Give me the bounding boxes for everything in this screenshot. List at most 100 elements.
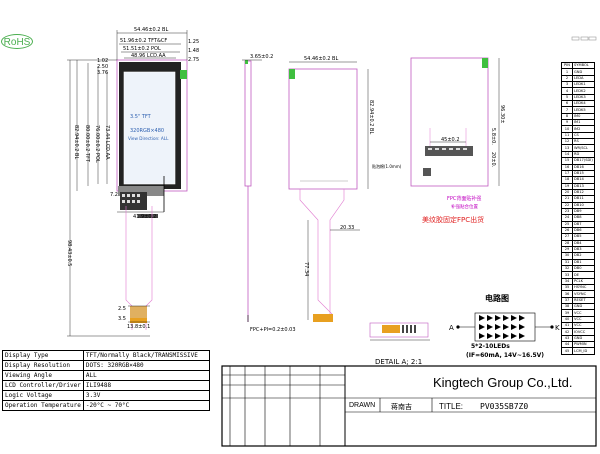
dim-pol-height: 76.00±0.2 POL: [94, 125, 100, 163]
pin-table-header: PIN SYMBOL: [561, 61, 595, 70]
circuit-spec-1: 5*2-10LEDs: [471, 343, 510, 350]
title-label: TITLE:: [439, 402, 464, 411]
pin-symbol: DE: [572, 271, 595, 279]
spec-value: DOTS: 320RGB×480: [82, 360, 211, 371]
right-height: 96.30±: [499, 105, 505, 124]
pin-symbol: LEDK3: [572, 93, 595, 102]
pin-number: 45: [561, 347, 573, 355]
spec-value: ALL: [82, 370, 211, 381]
pin-symbol: PWMIN: [572, 341, 595, 349]
back-width: 54.46±0.2 BL: [304, 56, 338, 62]
dim-pol-width: 51.51±0.2 POL: [123, 46, 161, 52]
right-dim-2: 20±0.: [490, 152, 496, 168]
pin-header-symbol: SYMBOL: [572, 61, 595, 70]
right-note-cn2: 补强贴合位置: [451, 203, 478, 210]
right-note-cn: FPC背面贴补强: [447, 195, 481, 202]
detail-a: DETAIL A; 2:1: [369, 322, 430, 366]
pin-symbol: VSYNC: [572, 290, 595, 298]
back-view: 54.46±0.2 BL 82.94±0.2 BL 20.33 77.34: [288, 56, 374, 322]
front-dims: 54.46±0.2 BL 51.96±0.2 TFT&CF 51.51±0.2 …: [66, 27, 199, 330]
title-block-frame: [221, 365, 597, 447]
spec-label: Operation Temperature: [2, 400, 84, 411]
corner-marks: [571, 36, 597, 41]
side-view: 3.65±0.2 FPC+PI=0.2±0.03: [242, 54, 296, 333]
dim-left-bottom: 7.2: [110, 192, 118, 198]
dim-right-3: 2.75: [188, 57, 199, 63]
spec-row: Operation Temperature-20°C ~ 70°C: [2, 400, 211, 411]
pin-symbol: LEDK1: [572, 81, 595, 89]
pin-symbol: GND: [572, 334, 595, 343]
pin-symbol: VCC: [572, 315, 595, 324]
back-fpc-len: 20.33: [340, 225, 354, 231]
spec-label: Viewing Angle: [2, 370, 84, 381]
lcd-text-resolution: 320RGB×480: [130, 128, 164, 134]
dim-va-width: 48.96 LCD.AA: [131, 53, 166, 59]
pin-symbol: LEDA: [572, 74, 595, 83]
pin-symbol: RESET: [572, 296, 595, 305]
dim-fpc-pitch: 41.9±0.2: [133, 214, 156, 220]
dim-left-top-2: 2.50: [97, 64, 108, 70]
dim-left-top-3: 3.76: [97, 70, 108, 76]
right-view: 45±0.2 96.30± 5.8±0. 20±0. FPC背面贴补强 补强贴合…: [372, 57, 505, 224]
lcd-text-size: 3.5" TFT: [130, 114, 152, 120]
spec-value: TFT/Normally Black/TRANSMISSIVE: [82, 350, 211, 361]
pin-symbol: PCLK: [572, 277, 595, 286]
pin-symbol: LEDK4: [572, 100, 595, 108]
pin-symbol: HSYNC: [572, 284, 595, 292]
right-fpc-width: 45±0.2: [441, 137, 460, 143]
dim-lcd-aa-height: 73.44 LCD.AA: [104, 125, 110, 160]
lcd-text: 3.5" TFT 320RGB×480 View Direction: ALL: [128, 114, 169, 141]
pin-symbol: LEDK5: [572, 106, 595, 114]
pin-symbol: DB1: [572, 258, 595, 267]
side-fpc-label: FPC+PI=0.2±0.03: [250, 327, 296, 333]
rohs-badge: RoHS: [1, 34, 33, 49]
circuit-anode: A: [449, 324, 454, 332]
spec-label: LCD Controller/Driver: [2, 380, 84, 391]
dim-tft-width: 51.96±0.2 TFT&CF: [120, 38, 167, 44]
lcd-text-view: View Direction: ALL: [128, 136, 169, 141]
dim-bl-height: 82.94±0.2 BL: [73, 125, 79, 159]
back-fpc-total: 77.34: [303, 262, 309, 276]
dim-fpc-width: 13.8±0.1: [127, 324, 150, 330]
pin-symbol: VCC: [572, 309, 595, 317]
model-number: PV035SB7Z0: [480, 402, 529, 411]
front-view: [67, 30, 188, 337]
right-note-red: 美纹胶固定FPC出货: [422, 215, 484, 224]
circuit-title: 电路图: [485, 293, 509, 303]
dim-right-1: 1.25: [188, 39, 199, 45]
circuit-cathode: K: [555, 324, 560, 332]
dim-fpc-w1: 2.5: [118, 306, 126, 312]
dim-left-top-1: 1.02: [97, 58, 108, 64]
dim-fpc-w2: 3.5: [118, 316, 126, 322]
back-height: 82.94±0.2 BL: [368, 100, 374, 134]
